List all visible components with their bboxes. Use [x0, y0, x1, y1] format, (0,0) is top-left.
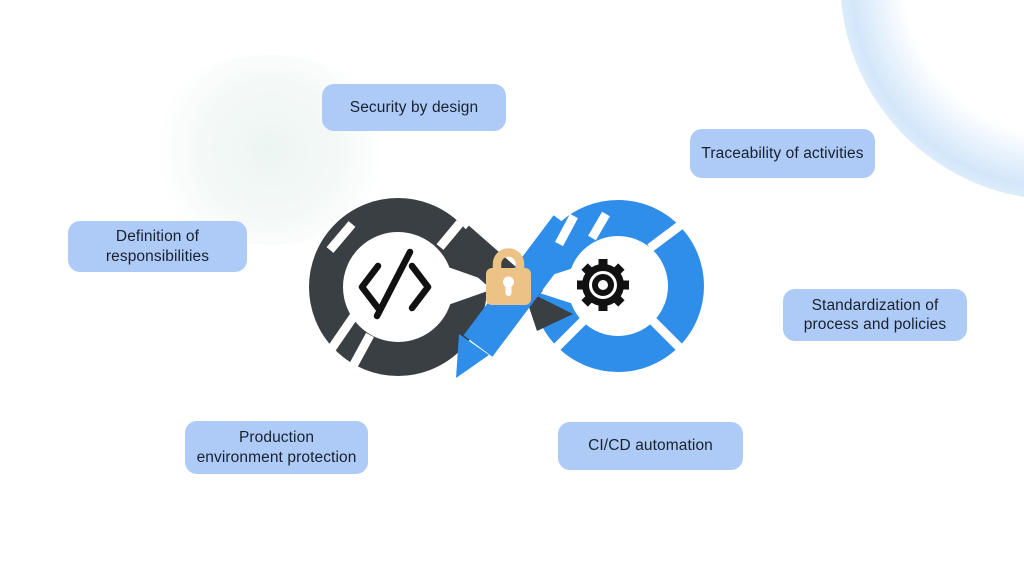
- gear-icon: [577, 259, 629, 311]
- ops-loop-white-wedge: [518, 262, 592, 310]
- label-definition-of-responsibilities: Definition of responsibilities: [68, 221, 247, 272]
- padlock-shackle: [492, 248, 525, 272]
- ops-loop-notches: [553, 220, 685, 351]
- padlock-keyhole: [503, 276, 514, 288]
- dev-loop-white-wedge: [428, 260, 502, 312]
- dev-band-arrowhead: [523, 289, 573, 331]
- padlock-keyhole-stem: [505, 284, 512, 296]
- label-production-environment-protection: Production environment protection: [185, 421, 368, 474]
- crossing-notches: [436, 211, 610, 250]
- padlock-icon: [486, 248, 531, 305]
- label-security-by-design: Security by design: [322, 84, 506, 131]
- label-traceability-of-activities: Traceability of activities: [690, 129, 875, 178]
- label-cicd-automation: CI/CD automation: [558, 422, 743, 470]
- code-brackets-icon: [358, 248, 432, 320]
- label-standardization-of-process-and-policies: Standardization of process and policies: [783, 289, 967, 341]
- ops-band-arrowhead: [456, 334, 489, 378]
- dev-loop-notches: [326, 221, 374, 371]
